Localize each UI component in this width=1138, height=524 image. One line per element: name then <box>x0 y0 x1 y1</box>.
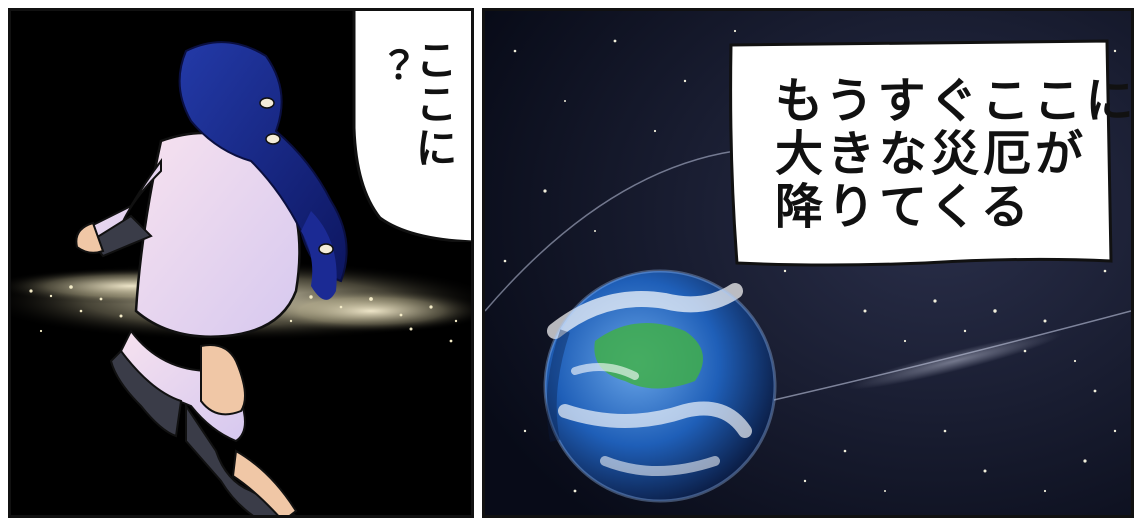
caption-line-3: 降りてくる <box>775 179 1033 235</box>
earth-globe <box>543 269 777 503</box>
caption-line-1: もうすぐここに <box>775 73 1134 129</box>
night-scene-illustration <box>11 41 471 515</box>
left-panel: ここに ？ <box>8 8 474 518</box>
narration-caption: もうすぐここに 大きな災厄が 降りてくる <box>725 39 1131 267</box>
question-mark: ？ <box>365 48 410 88</box>
caption-line-2: 大きな災厄が <box>775 126 1088 182</box>
speech-bubble-left: ここに ？ <box>350 11 471 242</box>
girl-figure <box>75 41 348 515</box>
right-panel: もうすぐここに 大きな災厄が 降りてくる <box>482 8 1134 518</box>
speech-bubble-text: ここに <box>409 38 458 170</box>
